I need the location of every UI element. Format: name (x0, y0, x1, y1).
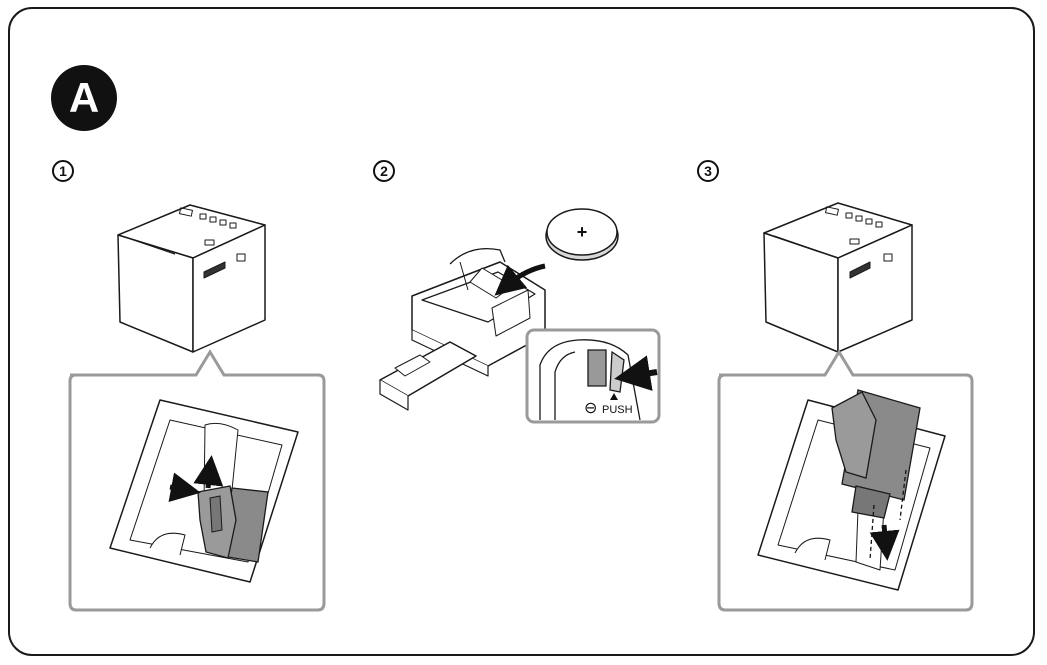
step-number-3: 3 (697, 160, 719, 182)
arrow-up-icon (193, 455, 224, 489)
arrow-down-icon (869, 524, 900, 561)
push-label: PUSH (602, 404, 633, 416)
coin-battery (545, 208, 619, 261)
holder-tab-3 (831, 389, 921, 519)
device-cube-3 (763, 202, 913, 353)
inset-arrow-left-icon (614, 355, 658, 391)
battery-holder-tray (379, 247, 546, 411)
section-badge: A (51, 65, 117, 131)
device-cube-1 (117, 204, 266, 353)
arrow-left-icon (494, 263, 546, 296)
guide-dashed-line-2 (899, 469, 907, 521)
diagram-frame (8, 7, 1035, 656)
push-triangle-icon (610, 393, 618, 400)
step-number-1: 1 (52, 160, 74, 182)
holder-tab-1 (197, 485, 269, 563)
minus-symbol: ⊖ (584, 398, 597, 417)
arrow-right-icon (168, 472, 201, 502)
step-number-2: 2 (373, 160, 395, 182)
battery-polarity-label: + (577, 222, 588, 242)
